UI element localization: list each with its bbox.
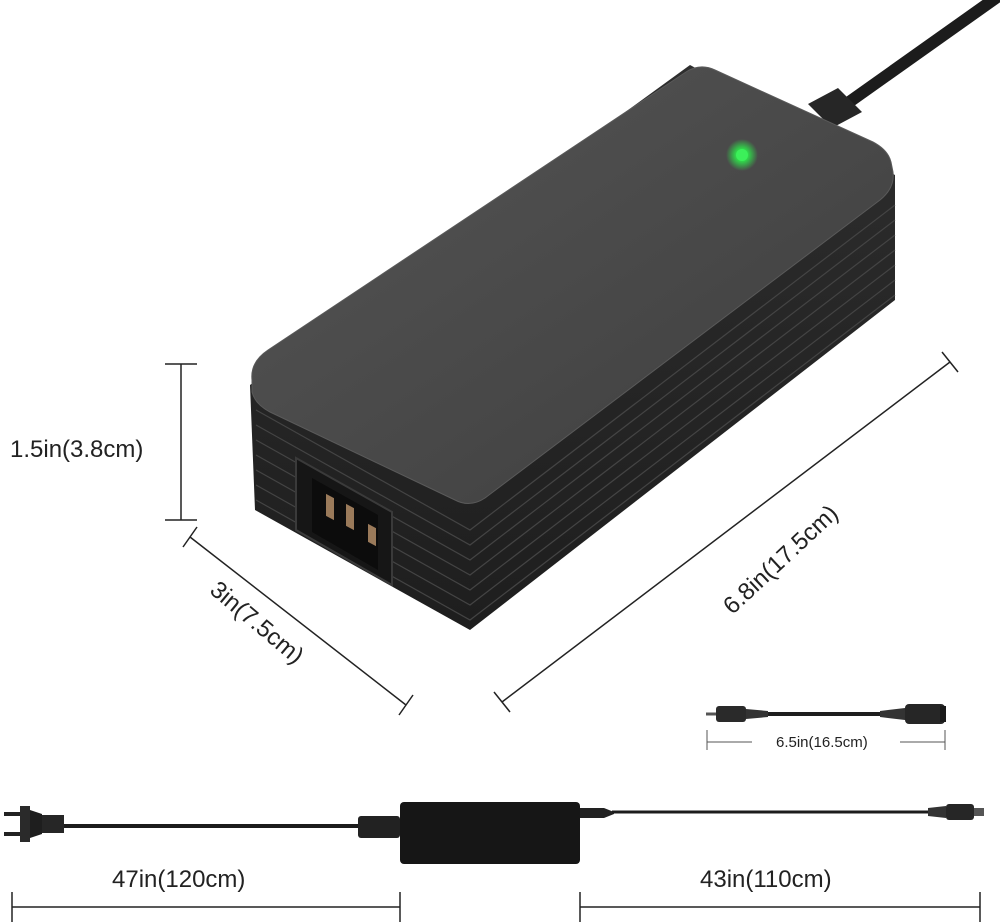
- dc-cord-dimension-line: [579, 892, 981, 922]
- extension-dimension-line: [706, 730, 946, 750]
- ac-cord-dimension-line: [11, 892, 401, 922]
- dc-plug: [928, 804, 984, 820]
- adapter-top-face: [251, 66, 894, 504]
- length-dimension-line: [493, 351, 959, 713]
- height-dimension-line: [165, 363, 197, 521]
- ac-inlet-socket: [295, 456, 393, 587]
- ac-cord-label: 47in(120cm): [112, 866, 246, 893]
- output-cable: [808, 0, 1000, 128]
- adapter-brick-side-view: [400, 802, 580, 864]
- adapter-body: [250, 65, 896, 630]
- ac-plug: [4, 806, 64, 842]
- ac-cord-connector: [358, 816, 400, 838]
- height-label: 1.5in(3.8cm): [10, 436, 144, 463]
- extension-cable: [706, 704, 946, 724]
- dc-cord-label: 43in(110cm): [700, 866, 832, 893]
- extension-cable-label: 6.5in(16.5cm): [776, 734, 868, 751]
- width-dimension-line: [182, 526, 414, 716]
